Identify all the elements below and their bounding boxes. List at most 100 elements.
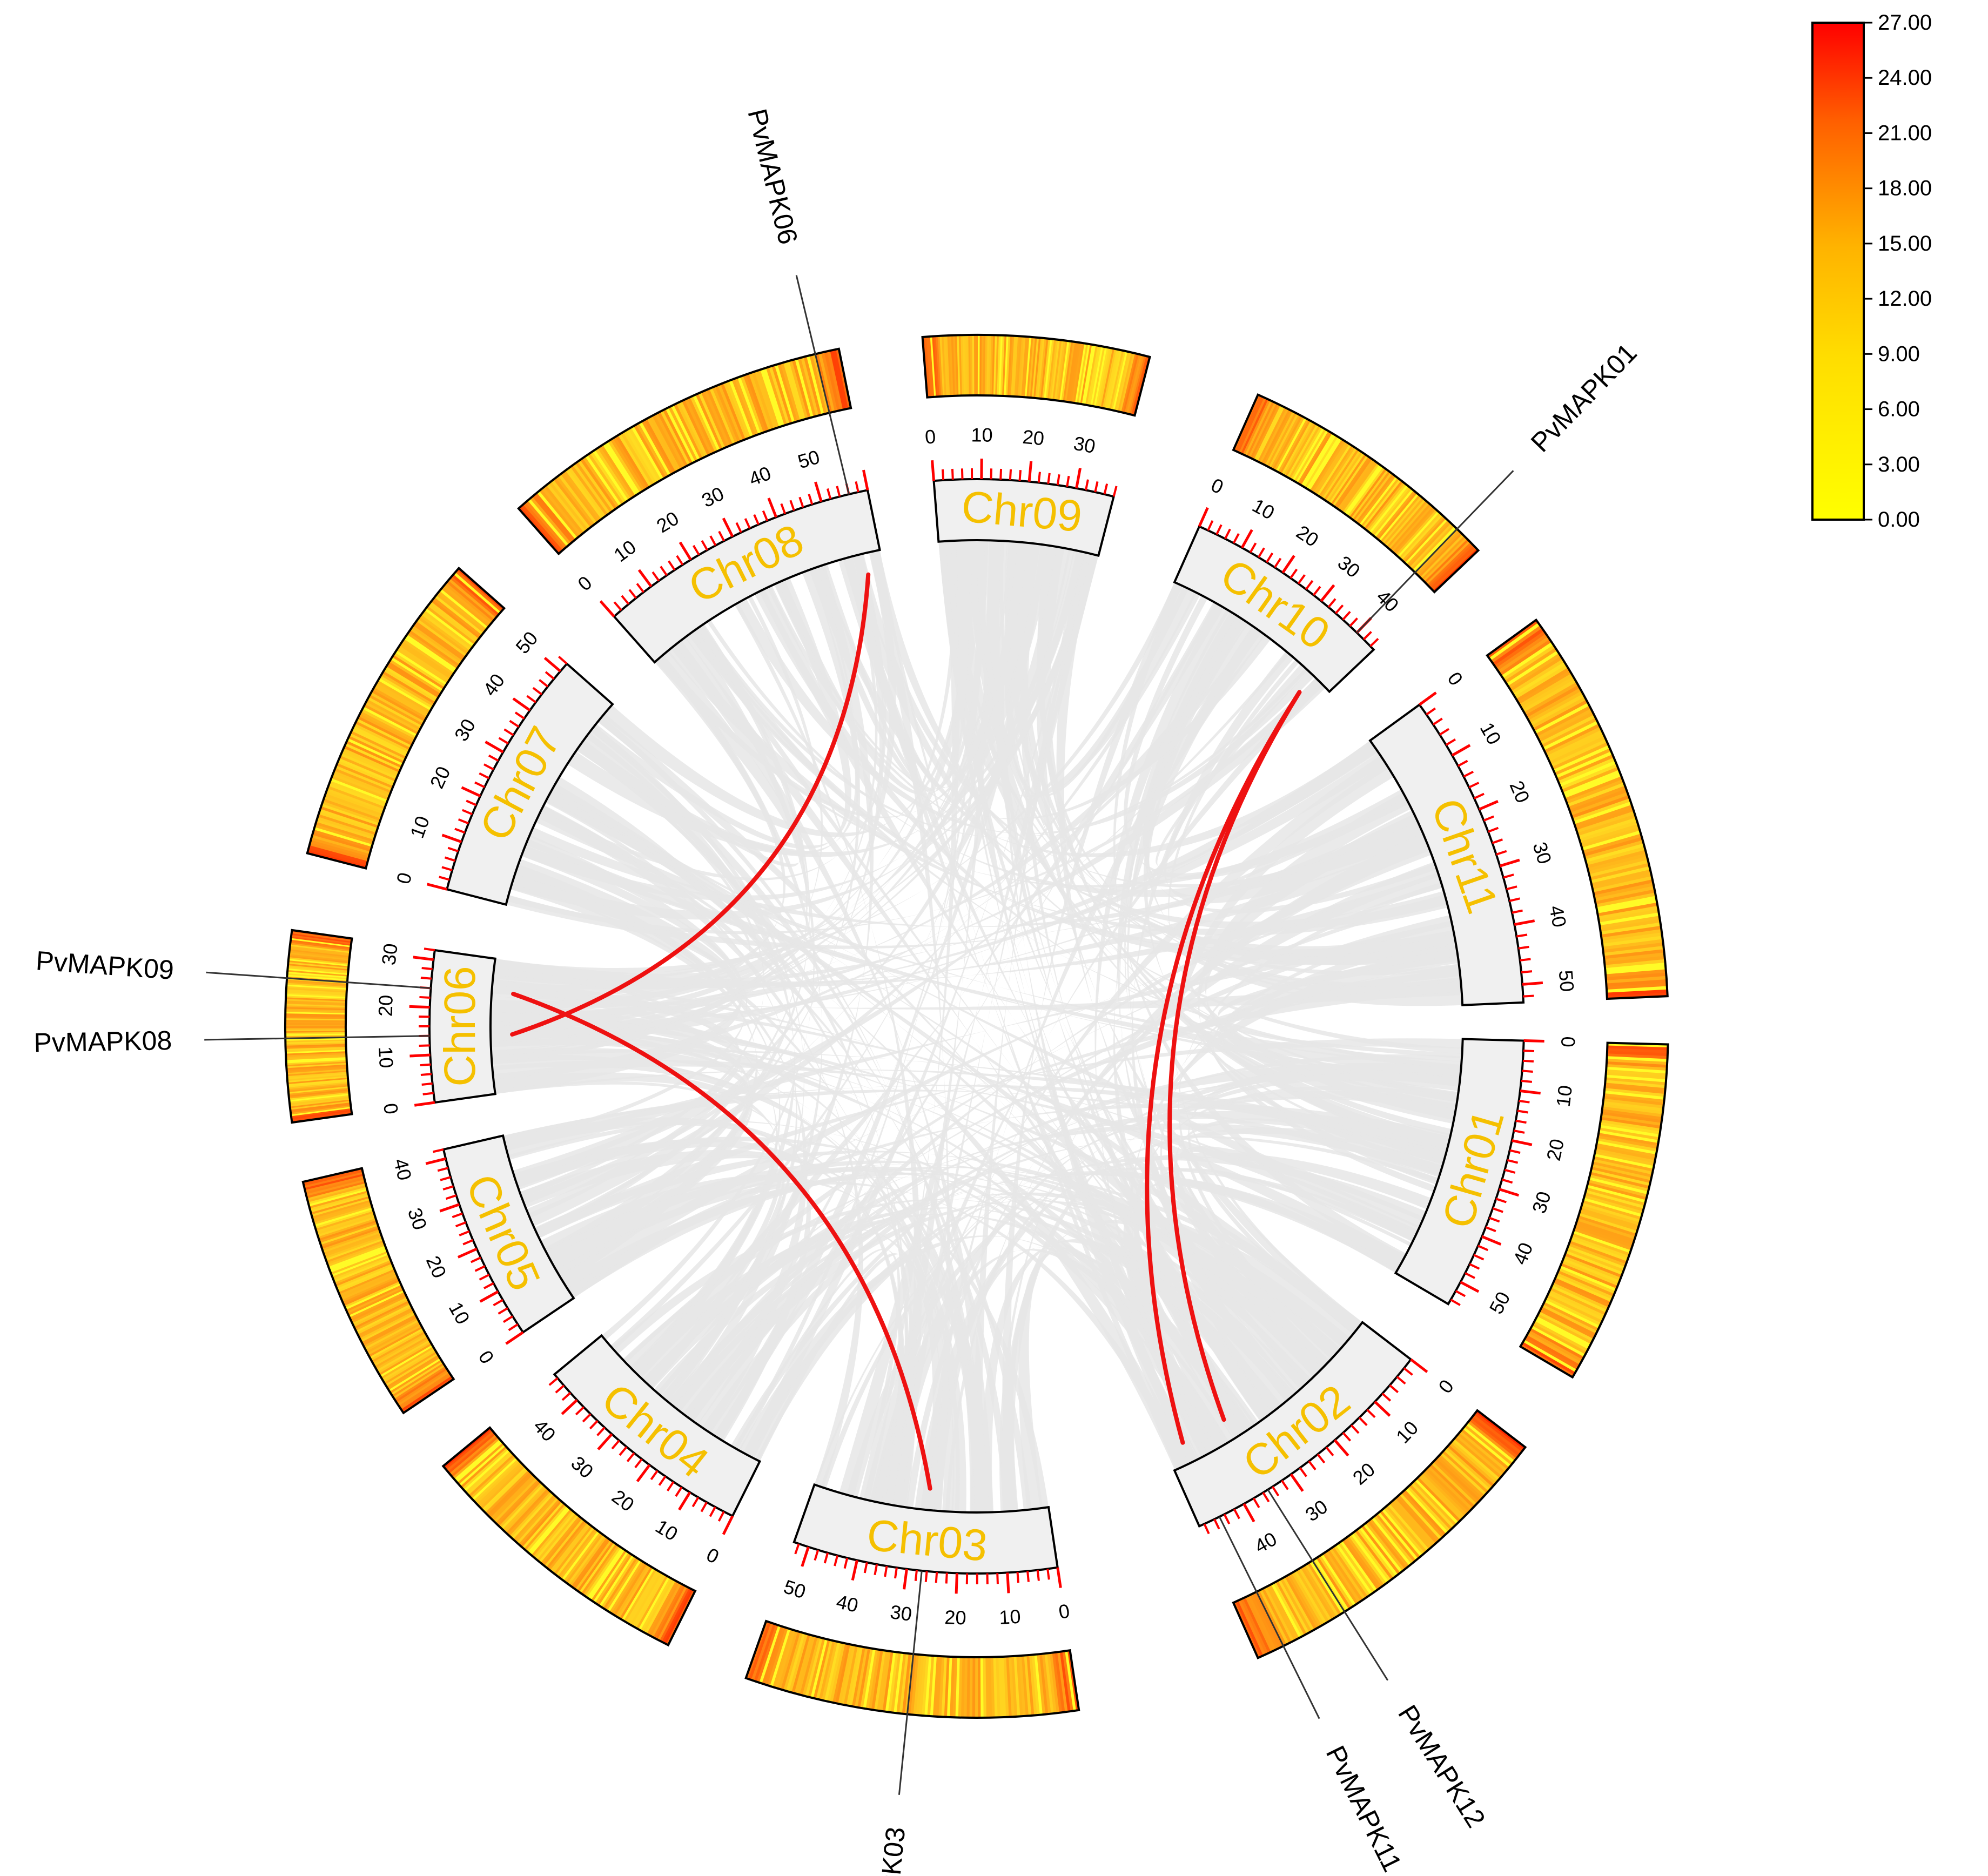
heatmap-cell <box>1118 352 1134 412</box>
heatmap-cell <box>397 1370 449 1406</box>
heatmap-cell <box>286 1063 347 1068</box>
heatmap-cell <box>775 1630 796 1689</box>
heatmap-cell <box>609 1561 643 1613</box>
heatmap-cell <box>1562 770 1621 796</box>
tick-mark <box>498 1307 508 1315</box>
tick-mark <box>503 728 514 736</box>
heatmap-cell <box>846 1645 861 1706</box>
tick-mark <box>1335 604 1344 614</box>
heatmap-cell <box>1039 1653 1049 1714</box>
heatmap-cell <box>1011 335 1017 396</box>
heatmap-cell <box>1422 1471 1467 1516</box>
heatmap-cell <box>737 376 761 435</box>
heatmap-cell <box>1073 343 1085 404</box>
heatmap-cell <box>1588 1179 1648 1198</box>
heatmap-cell <box>1580 1208 1639 1228</box>
heatmap-cell <box>504 1487 547 1533</box>
heatmap-cell <box>400 1374 452 1410</box>
tick-mark <box>1066 475 1070 487</box>
tick-mark <box>532 687 542 696</box>
heatmap-cell <box>1325 1551 1361 1603</box>
heatmap-cell <box>304 1172 364 1188</box>
heatmap-cell <box>655 1584 686 1640</box>
tick-label: 30 <box>1334 551 1365 582</box>
heatmap-cell <box>320 806 379 828</box>
heatmap-cell <box>1603 1093 1664 1103</box>
tick-mark <box>419 1044 430 1047</box>
heatmap-cell <box>623 430 657 485</box>
heatmap-cell <box>1530 1326 1586 1357</box>
heatmap-cell <box>289 950 350 959</box>
heatmap-cell <box>1329 453 1365 505</box>
heatmap-cell <box>1045 339 1055 400</box>
tick-mark <box>621 595 630 605</box>
heatmap-cell <box>687 397 716 454</box>
heatmap-cell <box>306 1179 365 1196</box>
heatmap-cell <box>575 1539 613 1591</box>
heatmap-cell <box>1539 711 1594 742</box>
heatmap-cell <box>777 363 798 422</box>
tick-mark <box>1084 479 1089 490</box>
heatmap-cell <box>754 371 777 429</box>
heatmap-cell <box>1035 338 1043 399</box>
heatmap-cell <box>1554 1277 1611 1305</box>
tick-label: 30 <box>1528 1189 1555 1216</box>
background-link <box>493 846 743 1083</box>
heatmap-cell <box>1029 1655 1037 1716</box>
tick-mark <box>767 497 778 518</box>
heatmap-cell <box>285 1038 346 1041</box>
heatmap-cell <box>1559 1265 1617 1292</box>
heatmap-cell <box>955 335 959 396</box>
heatmap-cell <box>488 1473 533 1518</box>
heatmap-cell <box>835 1644 850 1704</box>
heatmap-cell <box>286 994 347 999</box>
heatmap-cell <box>589 1548 625 1601</box>
heatmap-cell <box>1130 355 1147 415</box>
tick-mark <box>996 1573 999 1584</box>
heatmap-cell <box>1031 1655 1040 1716</box>
heatmap-cell <box>582 456 620 508</box>
heatmap-cell <box>308 1186 367 1205</box>
heatmap-cell <box>317 816 376 838</box>
heatmap-cell <box>1268 1584 1299 1639</box>
heatmap-cell <box>1369 485 1409 534</box>
heatmap-cell <box>1564 1253 1622 1278</box>
heatmap-cell <box>1443 1448 1491 1491</box>
heatmap-cell <box>1584 840 1644 860</box>
heatmap-cell <box>896 1653 906 1713</box>
heatmap-cell <box>893 1652 904 1713</box>
heatmap-cell <box>1579 1213 1637 1234</box>
heatmap-cell <box>613 436 648 490</box>
heatmap-cell <box>1528 1330 1583 1362</box>
heatmap-cell <box>285 1044 346 1047</box>
heatmap-cell <box>1548 732 1604 762</box>
heatmap-cell <box>1052 340 1062 400</box>
heatmap-cell <box>910 1654 919 1715</box>
heatmap-cell <box>1569 1240 1627 1265</box>
tick-label: 40 <box>529 1415 560 1445</box>
heatmap-cell <box>797 358 817 417</box>
heatmap-cell <box>1599 1125 1660 1138</box>
background-link <box>675 637 1245 1438</box>
tick-mark <box>1483 815 1494 822</box>
heatmap-cell <box>557 1528 596 1578</box>
tick-mark <box>827 488 832 500</box>
heatmap-cell <box>534 493 576 541</box>
heatmap-cell <box>1054 1652 1065 1713</box>
heatmap-cell <box>1367 1520 1407 1570</box>
heatmap-cell <box>587 1547 623 1599</box>
heatmap-cell <box>1580 824 1639 845</box>
heatmap-cell <box>329 781 387 805</box>
tick-mark <box>735 522 742 533</box>
heatmap-cell <box>1315 442 1350 495</box>
tick-mark <box>1469 1263 1480 1270</box>
heatmap-cell <box>1574 804 1633 828</box>
heatmap-cell <box>1604 952 1665 963</box>
heatmap-cell <box>764 1626 786 1685</box>
tick-label: 10 <box>1552 1084 1576 1108</box>
heatmap-cell <box>1503 644 1556 681</box>
heatmap-cell <box>1031 337 1039 398</box>
heatmap-cell <box>332 1254 389 1279</box>
heatmap-cell <box>1018 336 1024 397</box>
heatmap-cell <box>636 1575 668 1630</box>
